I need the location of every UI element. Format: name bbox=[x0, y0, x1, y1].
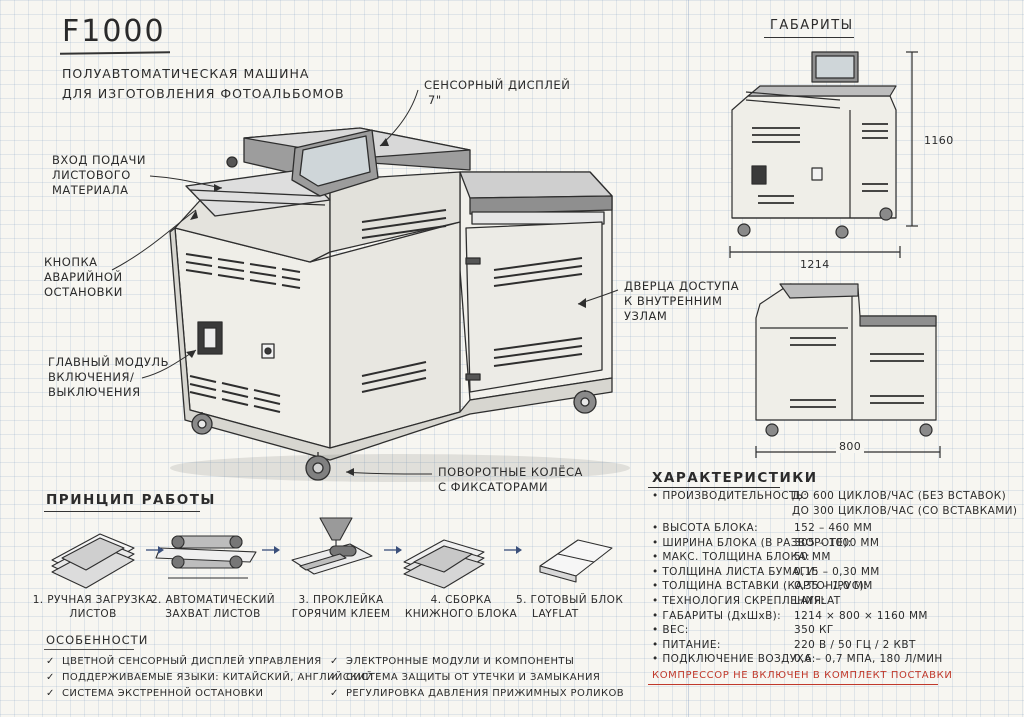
step4-book-block-icon bbox=[403, 539, 485, 589]
callout-emergency-stop: КНОПКА АВАРИЙНОЙ ОСТАНОВКИ bbox=[44, 255, 123, 299]
step-5-label: 5. ГОТОВЫЙ БЛОК LAYFLAT bbox=[516, 594, 624, 620]
spec-value: 0,35 – 1,0 ММ bbox=[794, 580, 873, 593]
spec-row: • ШИРИНА БЛОКА (В РАЗВОРОТЕ):305 – 1000 … bbox=[652, 536, 1012, 550]
callout-swivel-wheels: ПОВОРОТНЫЕ КОЛЁСА С ФИКСАТОРАМИ bbox=[438, 465, 583, 494]
step-4-label: 4. СБОРКА КНИЖНОГО БЛОКА bbox=[404, 594, 518, 620]
step5-layflat-book-icon bbox=[539, 539, 613, 583]
spec-row-productivity-2: ДО 300 ЦИКЛОВ/ЧАС (СО ВСТАВКАМИ) bbox=[792, 505, 1018, 517]
callout-touch-display: СЕНСОРНЫЙ ДИСПЛЕЙ 7" bbox=[424, 78, 571, 107]
spec-row: • ВЫСОТА БЛОКА: 152 – 460 ММ bbox=[652, 521, 1012, 535]
callout-sheet-feed: ВХОД ПОДАЧИ ЛИСТОВОГО МАТЕРИАЛА bbox=[52, 153, 146, 197]
feature-item: ✓ РЕГУЛИРОВКА ДАВЛЕНИЯ ПРИЖИМНЫХ РОЛИКОВ bbox=[330, 688, 625, 699]
check-icon: ✓ bbox=[330, 656, 339, 667]
check-icon: ✓ bbox=[46, 656, 55, 667]
check-icon: ✓ bbox=[330, 672, 339, 683]
step3-glue-nozzle-icon bbox=[291, 517, 373, 575]
feature-item: ✓ СИСТЕМА ЭКСТРЕННОЙ ОСТАНОВКИ bbox=[46, 688, 264, 699]
step-1-label: 1. РУЧНАЯ ЗАГРУЗКА ЛИСТОВ bbox=[32, 594, 154, 620]
spec-name: • ГАБАРИТЫ (ДхШхВ): bbox=[652, 609, 782, 622]
features-left-list: ✓ ЦВЕТНОЙ СЕНСОРНЫЙ ДИСПЛЕЙ УПРАВЛЕНИЯ ✓… bbox=[46, 654, 373, 702]
spec-row: • ПОДКЛЮЧЕНИЕ ВОЗДУХА:0,6 – 0,7 МПА, 180… bbox=[652, 652, 1012, 666]
subtitle-line-2: ДЛЯ ИЗГОТОВЛЕНИЯ ФОТОАЛЬБОМОВ bbox=[62, 86, 345, 101]
specs-heading: ХАРАКТЕРИСТИКИ bbox=[652, 470, 818, 486]
bullet-icon: • bbox=[652, 653, 659, 666]
spec-value: LAYFLAT bbox=[794, 595, 841, 607]
specs-table: • ПРОИЗВОДИТЕЛЬНОСТЬ: ДО 600 ЦИКЛОВ/ЧАС … bbox=[652, 489, 1017, 679]
check-icon: ✓ bbox=[46, 688, 55, 699]
bullet-icon: • bbox=[652, 565, 659, 578]
bullet-icon: • bbox=[652, 580, 659, 593]
bullet-icon: • bbox=[652, 551, 659, 564]
spec-name: • ТЕХНОЛОГИЯ СКРЕПЛЕНИЯ: bbox=[652, 595, 826, 607]
features-heading: ОСОБЕННОСТИ bbox=[46, 633, 149, 647]
spec-name: • ПОДКЛЮЧЕНИЕ ВОЗДУХА: bbox=[652, 653, 816, 666]
spec-name: • МАКС. ТОЛЩИНА БЛОКА: bbox=[652, 551, 810, 564]
dimensions-heading: ГАБАРИТЫ bbox=[770, 18, 854, 33]
feature-item: ✓ ПОДДЕРЖИВАЕМЫЕ ЯЗЫКИ: КИТАЙСКИЙ, АНГЛИ… bbox=[46, 672, 374, 683]
bullet-icon: • bbox=[652, 638, 659, 651]
step1-sheets-icon bbox=[51, 533, 135, 589]
callout-power-module: ГЛАВНЫЙ МОДУЛЬ ВКЛЮЧЕНИЯ/ ВЫКЛЮЧЕНИЯ bbox=[48, 355, 169, 399]
bullet-icon: • bbox=[652, 624, 659, 637]
bullet-icon: • bbox=[652, 522, 659, 534]
spec-name: • ВЫСОТА БЛОКА: bbox=[652, 522, 759, 534]
subtitle-line-1: ПОЛУАВТОМАТИЧЕСКАЯ МАШИНА bbox=[62, 66, 310, 81]
callout-access-door: ДВЕРЦА ДОСТУПА К ВНУТРЕННИМ УЗЛАМ bbox=[624, 279, 740, 323]
spec-value: 0,6 – 0,7 МПА, 180 Л/МИН bbox=[794, 653, 943, 666]
spec-value: 350 КГ bbox=[794, 624, 834, 637]
spec-name: • ТОЛЩИНА ЛИСТА БУМАГИ: bbox=[652, 565, 819, 578]
principle-heading-underline bbox=[44, 511, 200, 513]
spec-row-productivity: • ПРОИЗВОДИТЕЛЬНОСТЬ: ДО 600 ЦИКЛОВ/ЧАС … bbox=[652, 490, 1007, 502]
specs-heading-underline bbox=[648, 487, 780, 489]
check-icon: ✓ bbox=[46, 672, 55, 683]
model-title: F1000 bbox=[62, 14, 166, 49]
page-margin-line bbox=[688, 0, 689, 717]
spec-value: 50 ММ bbox=[794, 551, 831, 564]
spec-row: • ПИТАНИЕ: 220 В / 50 ГЦ / 2 КВТ bbox=[652, 638, 1012, 652]
spec-value: 1214 × 800 × 1160 ММ bbox=[794, 609, 928, 622]
features-heading-underline bbox=[44, 649, 134, 650]
spec-name: • ВЕС: bbox=[652, 624, 689, 637]
dimensions-heading-underline bbox=[764, 37, 854, 39]
spec-row: • ГАБАРИТЫ (ДхШхВ): 1214 × 800 × 1160 ММ bbox=[652, 609, 1012, 623]
spec-row: • МАКС. ТОЛЩИНА БЛОКА:50 ММ bbox=[652, 550, 1012, 564]
step-3-label: 3. ПРОКЛЕЙКА ГОРЯЧИМ КЛЕЕМ bbox=[291, 594, 391, 620]
compressor-note-underline bbox=[648, 684, 938, 685]
spec-value: 152 – 460 ММ bbox=[794, 522, 873, 534]
spec-name: • ТОЛЩИНА ВСТАВКИ (КАРТОН/PVC): bbox=[652, 580, 868, 593]
bullet-icon: • bbox=[652, 536, 659, 549]
principle-heading: ПРИНЦИП РАБОТЫ bbox=[46, 492, 216, 508]
step2-rollers-icon bbox=[155, 535, 257, 579]
spec-value: 0,15 – 0,30 ММ bbox=[794, 565, 880, 578]
spec-value: 305 – 1000 ММ bbox=[794, 536, 880, 549]
spec-row: • ТОЛЩИНА ЛИСТА БУМАГИ:0,15 – 0,30 ММ bbox=[652, 565, 1012, 579]
check-icon: ✓ bbox=[330, 688, 339, 699]
bullet-icon: • bbox=[652, 490, 659, 502]
spec-row: • ТОЛЩИНА ВСТАВКИ (КАРТОН/PVC):0,35 – 1,… bbox=[652, 579, 1012, 593]
feature-item: ✓ ЭЛЕКТРОННЫЕ МОДУЛИ И КОМПОНЕНТЫ bbox=[330, 656, 575, 667]
feature-item: ✓ СИСТЕМА ЗАЩИТЫ ОТ УТЕЧКИ И ЗАМЫКАНИЯ bbox=[330, 672, 601, 683]
spec-name: • ШИРИНА БЛОКА (В РАЗВОРОТЕ): bbox=[652, 536, 852, 549]
step-2-label: 2. АВТОМАТИЧЕСКИЙ ЗАХВАТ ЛИСТОВ bbox=[150, 594, 276, 620]
spec-value: 220 В / 50 ГЦ / 2 КВТ bbox=[794, 638, 916, 651]
bullet-icon: • bbox=[652, 609, 659, 622]
dimension-depth: 800 bbox=[836, 440, 865, 453]
spec-row: • ТЕХНОЛОГИЯ СКРЕПЛЕНИЯ:LAYFLAT bbox=[652, 594, 1012, 608]
spec-row: • ВЕС: 350 КГ bbox=[652, 623, 1012, 637]
bullet-icon: • bbox=[652, 595, 659, 607]
dimension-height: 1160 bbox=[924, 134, 954, 147]
dimension-width: 1214 bbox=[800, 258, 830, 271]
spec-name: • ПИТАНИЕ: bbox=[652, 638, 721, 651]
features-right-list: ✓ ЭЛЕКТРОННЫЕ МОДУЛИ И КОМПОНЕНТЫ ✓ СИСТ… bbox=[330, 654, 624, 702]
feature-item: ✓ ЦВЕТНОЙ СЕНСОРНЫЙ ДИСПЛЕЙ УПРАВЛЕНИЯ bbox=[46, 656, 322, 667]
compressor-note: КОМПРЕССОР НЕ ВКЛЮЧЕН В КОМПЛЕКТ ПОСТАВК… bbox=[652, 670, 953, 681]
machine-subtitle: ПОЛУАВТОМАТИЧЕСКАЯ МАШИНА ДЛЯ ИЗГОТОВЛЕН… bbox=[62, 64, 345, 104]
